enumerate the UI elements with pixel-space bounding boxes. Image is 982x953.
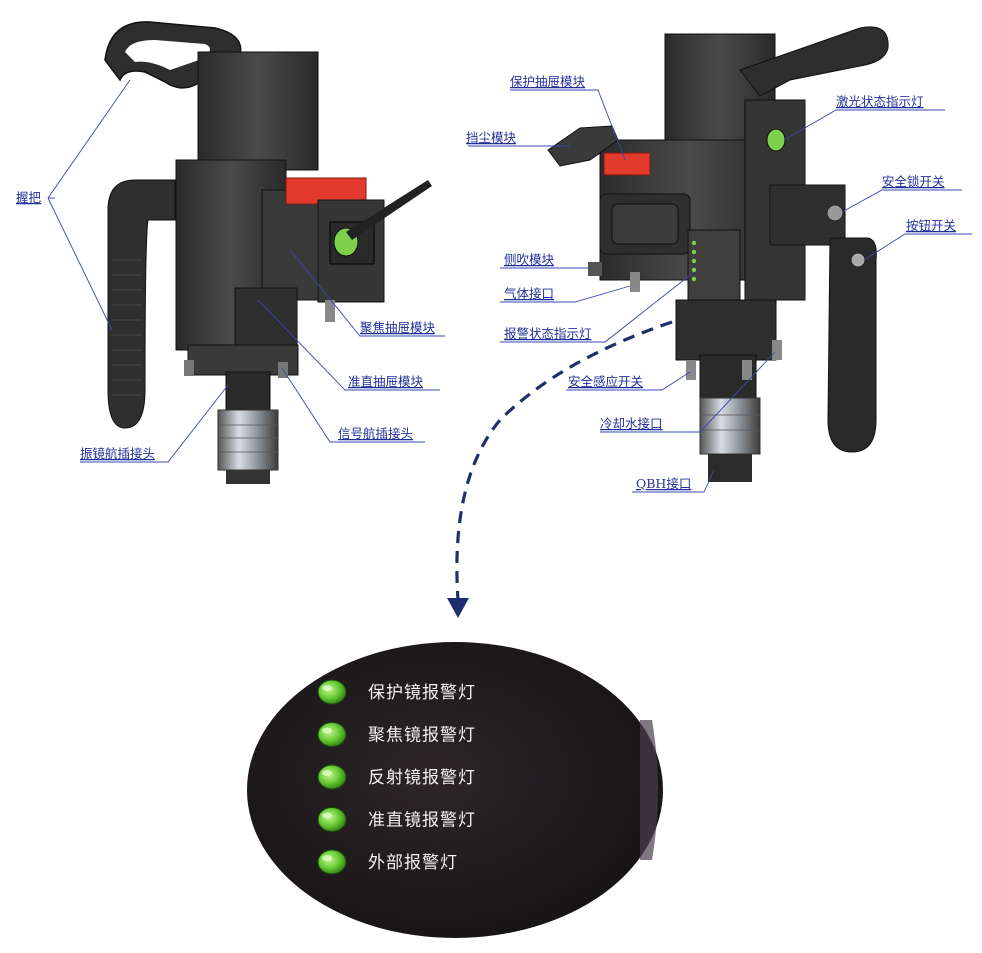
galvo-plug-leader [80, 384, 229, 463]
label-collimator-drawer: 准直抽屉模块 [348, 374, 424, 389]
left-callouts: 握把 聚焦抽屉模块 准直抽屉模块 信号航插接头 振镜航插接头 [16, 79, 445, 463]
lamp-highlight [322, 685, 332, 691]
laser-indicator-leader [783, 109, 945, 141]
alarm-lamp-row: 反射镜报警灯 [317, 764, 476, 790]
alarm-lamp-label: 聚焦镜报警灯 [368, 726, 476, 746]
button-switch-leader [863, 233, 972, 261]
label-side-blow: 侧吹模块 [504, 252, 555, 267]
lamp-highlight [322, 770, 332, 776]
signal-plug-leader [281, 367, 425, 443]
gas-port-leader [500, 285, 631, 303]
alarm-lamp-row: 聚焦镜报警灯 [317, 722, 476, 747]
focus-drawer-leader [289, 249, 445, 337]
label-button-switch: 按钮开关 [906, 218, 956, 233]
label-cooling-port: 冷却水接口 [600, 416, 663, 431]
green-lamp-icon [317, 764, 347, 790]
green-lamp-icon [317, 722, 347, 747]
label-safety-sensor: 安全感应开关 [568, 374, 643, 389]
label-grip: 握把 [16, 190, 42, 205]
green-lamp-icon [317, 849, 347, 875]
green-lamp-icon [317, 807, 347, 832]
label-focus-drawer: 聚焦抽屉模块 [360, 320, 436, 335]
alarm-lamp-row: 保护镜报警灯 [317, 679, 476, 705]
left-device-illustration [104, 21, 432, 484]
qbh-port-leader [632, 469, 715, 493]
zoom-arrow [447, 320, 673, 618]
alarm-lamp-label: 保护镜报警灯 [368, 683, 476, 703]
right-device-illustration [547, 26, 889, 482]
alarm-indicator-leader [500, 271, 695, 343]
alarm-lamp-label: 外部报警灯 [368, 853, 458, 873]
green-lamp-icon [317, 679, 347, 705]
lamp-highlight [322, 855, 332, 861]
cooling-port-leader [600, 351, 776, 433]
protect-drawer-leader [510, 89, 626, 161]
label-laser-indicator: 激光状态指示灯 [836, 94, 924, 109]
label-alarm-indicator: 报警状态指示灯 [504, 326, 592, 341]
label-qbh-port: QBH接口 [636, 476, 691, 491]
safety-lock-leader [841, 189, 962, 213]
right-callouts: 保护抽屉模块 激光状态指示灯 挡尘模块 激光状态指示灯 安全锁开关 按钮开关 侧… [466, 74, 972, 493]
safety-sensor-leader [566, 371, 691, 391]
lamp-highlight [322, 812, 332, 819]
label-dust-module-text: 挡尘模块 [466, 130, 517, 145]
label-galvo-plug: 振镜航插接头 [80, 446, 155, 461]
alarm-lamp-row: 准直镜报警灯 [317, 807, 476, 832]
lamp-highlight [322, 727, 332, 734]
label-protect-drawer: 保护抽屉模块 [510, 74, 586, 89]
alarm-lamp-label: 准直镜报警灯 [368, 811, 476, 831]
alarm-lamp-row: 外部报警灯 [317, 849, 458, 875]
collimator-drawer-leader [257, 299, 440, 391]
alarm-lamp-label: 反射镜报警灯 [368, 768, 476, 788]
label-safety-lock: 安全锁开关 [882, 174, 945, 189]
label-gas-port: 气体接口 [504, 286, 554, 301]
grip-leader [47, 79, 131, 331]
label-signal-plug: 信号航插接头 [338, 426, 413, 441]
